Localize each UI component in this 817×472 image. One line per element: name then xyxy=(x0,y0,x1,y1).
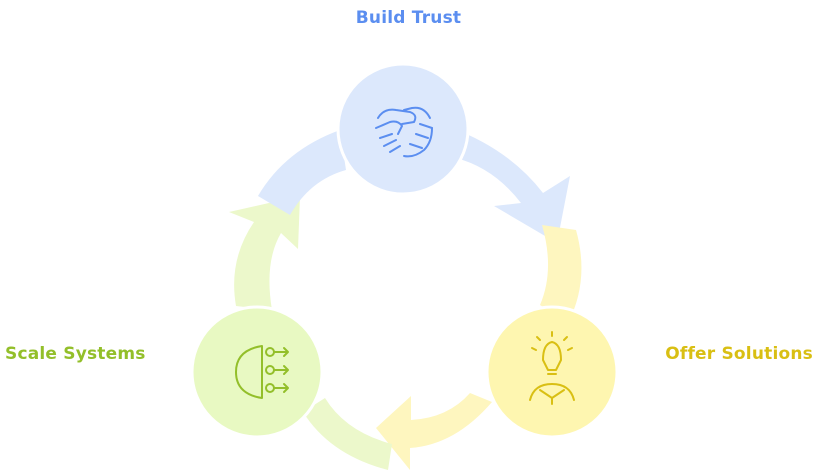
arrow-scale-to-build-lower xyxy=(303,398,392,470)
handshake-icon xyxy=(375,106,433,158)
branching-flow-icon xyxy=(235,345,289,399)
arrow-offer-to-scale xyxy=(540,225,582,323)
label-offer-solutions: Offer Solutions xyxy=(665,344,813,364)
label-build-trust: Build Trust xyxy=(355,8,462,28)
arrow-build-to-offer xyxy=(452,128,570,243)
circle-scale-systems xyxy=(190,305,324,439)
circle-build-trust xyxy=(336,62,470,196)
arrow-scale-to-build xyxy=(229,196,300,310)
arrow-build-top-left xyxy=(258,130,346,215)
arrow-offer-to-scale-bottom xyxy=(376,393,492,470)
lightbulb-person-icon xyxy=(529,331,575,405)
label-scale-systems: Scale Systems xyxy=(5,344,146,364)
circle-offer-solutions xyxy=(485,305,619,439)
